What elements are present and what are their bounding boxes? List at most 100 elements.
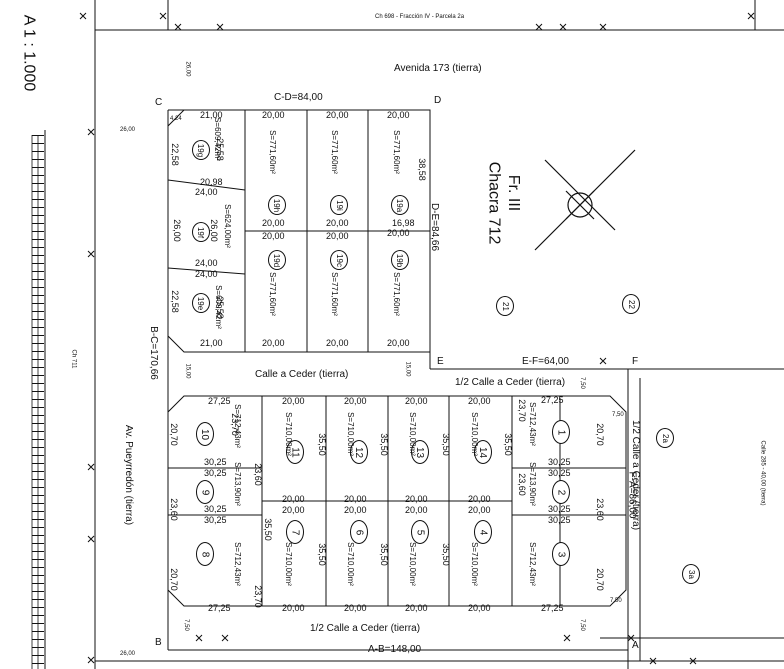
vertex-b: B bbox=[155, 637, 162, 648]
dim-24-c: 24,00 bbox=[195, 269, 218, 279]
lot-19b-marker: 19b bbox=[391, 250, 409, 270]
dim-30-25-l2: 30,25 bbox=[204, 468, 227, 478]
right-clipped-street: Calle 285 - 40,00 (tierra) bbox=[759, 440, 766, 506]
lot-19e-marker: 19e bbox=[192, 293, 210, 313]
lot-4-marker: 4 bbox=[474, 520, 492, 544]
dim-23-70-a: 23,70 bbox=[229, 413, 240, 436]
neighbor-21-marker: 21 bbox=[496, 296, 514, 316]
lot-19f-marker: 19f bbox=[192, 222, 210, 242]
dim-20-lower-11: 20,00 bbox=[405, 505, 428, 515]
lot-19h-marker: 19h bbox=[268, 195, 286, 215]
dim-20-lower-16: 20,00 bbox=[468, 603, 491, 613]
dim-22-58-a: 22,58 bbox=[169, 143, 180, 166]
dim-23-60-r: 23,60 bbox=[594, 498, 605, 521]
lot-14-marker: 14 bbox=[474, 440, 492, 464]
dim-20-70-r1: 20,70 bbox=[594, 423, 605, 446]
lot-12-area: S=710,00m² bbox=[345, 412, 355, 456]
dim-20-lower-13: 20,00 bbox=[282, 603, 305, 613]
lot-8-marker: 8 bbox=[196, 542, 214, 566]
lot-9-area: S=713,90m² bbox=[232, 462, 242, 506]
dim-20-lower-5: 20,00 bbox=[282, 494, 305, 504]
lot-7-marker: 7 bbox=[286, 520, 304, 544]
dim-22-58-b: 22,58 bbox=[169, 290, 180, 313]
scale-ruler bbox=[32, 135, 44, 669]
lot-4-area: S=710,00m² bbox=[469, 542, 479, 586]
dim-20-lower-9: 20,00 bbox=[282, 505, 305, 515]
dim-35-50-b: 35,50 bbox=[378, 433, 389, 456]
dim-20-10: 20,00 bbox=[387, 338, 410, 348]
dim-20-lower-15: 20,00 bbox=[405, 603, 428, 613]
lot-1-area: S=712,43m² bbox=[527, 402, 537, 446]
vertex-d: D bbox=[434, 95, 442, 106]
dim-20-11: 20,00 bbox=[326, 231, 349, 241]
edge-cd: C-D=84,00 bbox=[274, 92, 323, 103]
edge-bc: B-C=170,66 bbox=[147, 326, 159, 380]
dim-16-98: 16,98 bbox=[392, 218, 415, 228]
dim-20-lower-2: 20,00 bbox=[344, 396, 367, 406]
dim-20-98: 20,98 bbox=[200, 177, 223, 187]
dim-35-50-d: 35,50 bbox=[502, 433, 513, 456]
dim-20-70-l1: 20,70 bbox=[168, 423, 179, 446]
dim-21-bottom: 21,00 bbox=[200, 338, 223, 348]
dim-35-50-c: 35,50 bbox=[440, 433, 451, 456]
lot-19g-marker: 19g bbox=[192, 140, 210, 160]
dim-38-58: 38,58 bbox=[416, 158, 427, 181]
lot-8-area: S=712,43m² bbox=[232, 542, 242, 586]
neighbor-2a-marker: 2a bbox=[656, 428, 674, 448]
dim-25-58-b: 25,58 bbox=[214, 296, 225, 319]
dim-25-58-a: 25,58 bbox=[214, 138, 225, 161]
lot-19a-area: S=771,60m² bbox=[391, 130, 401, 174]
lot-13-area: S=710,00m² bbox=[407, 412, 417, 456]
dim-20-3: 20,00 bbox=[387, 110, 410, 120]
dim-30-25-l4: 30,25 bbox=[204, 515, 227, 525]
lot-14-area: S=710,00m² bbox=[469, 412, 479, 456]
lot-3-area: S=712,43m² bbox=[527, 542, 537, 586]
title-fraction: Fr. III bbox=[505, 174, 523, 212]
dim-27-25-br: 27,25 bbox=[541, 603, 564, 613]
dim-20-lower-10: 20,00 bbox=[344, 505, 367, 515]
vertex-a: A bbox=[632, 640, 639, 651]
width-26-top: 26,00 bbox=[184, 61, 191, 77]
lot-19c-area: S=771,60m² bbox=[329, 272, 339, 316]
street-left: Av. Pueyrredón (tierra) bbox=[123, 424, 135, 526]
dim-23-60-inner-l: 23,60 bbox=[252, 463, 263, 486]
dim-20-4: 20,00 bbox=[262, 218, 285, 228]
width-7-50-r3: 7,50 bbox=[610, 598, 622, 604]
dim-20-2: 20,00 bbox=[326, 110, 349, 120]
lot-3-marker: 3 bbox=[552, 542, 570, 566]
dim-20-lower-12: 20,00 bbox=[468, 505, 491, 515]
lot-19d-marker: 19d bbox=[268, 250, 286, 270]
vertex-e: E bbox=[437, 356, 444, 367]
dim-21-top: 21,00 bbox=[200, 110, 223, 120]
dim-23-60-inner-r: 23,60 bbox=[516, 473, 527, 496]
width-15-left: 15,00 bbox=[184, 363, 191, 379]
edge-de: D-E=84,66 bbox=[429, 202, 441, 252]
lot-19a-marker: 19a bbox=[391, 195, 409, 215]
edge-ef: E-F=64,00 bbox=[522, 356, 569, 367]
lot-19f-area: S=624,00m² bbox=[222, 204, 232, 248]
dim-20-lower-6: 20,00 bbox=[344, 494, 367, 504]
width-15-mid: 15,00 bbox=[404, 361, 411, 377]
width-7-50-br: 7,50 bbox=[578, 619, 585, 631]
dim-35-50-e: 35,50 bbox=[262, 518, 273, 541]
dim-35-50-g: 35,50 bbox=[378, 543, 389, 566]
lot-5-marker: 5 bbox=[411, 520, 429, 544]
dim-20-70-l2: 20,70 bbox=[168, 568, 179, 591]
lot-2-area: S=713,90m² bbox=[527, 462, 537, 506]
lot-2-marker: 2 bbox=[552, 480, 570, 504]
dim-27-25-tr: 27,25 bbox=[541, 395, 564, 405]
dim-26-left: 26,00 bbox=[171, 219, 182, 242]
lot-10-marker: 10 bbox=[196, 422, 214, 446]
lot-11-marker: 11 bbox=[286, 440, 304, 464]
dim-20-8: 20,00 bbox=[262, 338, 285, 348]
lot-12-marker: 12 bbox=[350, 440, 368, 464]
scale-label: A 1 : 1.000 bbox=[20, 14, 38, 92]
lot-19i-marker: 19i bbox=[330, 195, 348, 215]
dim-23-70-c: 23,70 bbox=[252, 585, 263, 608]
lot-19i-area: S=771,60m² bbox=[329, 130, 339, 174]
lot-11-area: S=710,00m² bbox=[283, 412, 293, 456]
dim-35-50-f: 35,50 bbox=[316, 543, 327, 566]
dim-30-25-r4: 30,25 bbox=[548, 515, 571, 525]
dim-20-5: 20,00 bbox=[326, 218, 349, 228]
dim-20-1: 20,00 bbox=[262, 110, 285, 120]
